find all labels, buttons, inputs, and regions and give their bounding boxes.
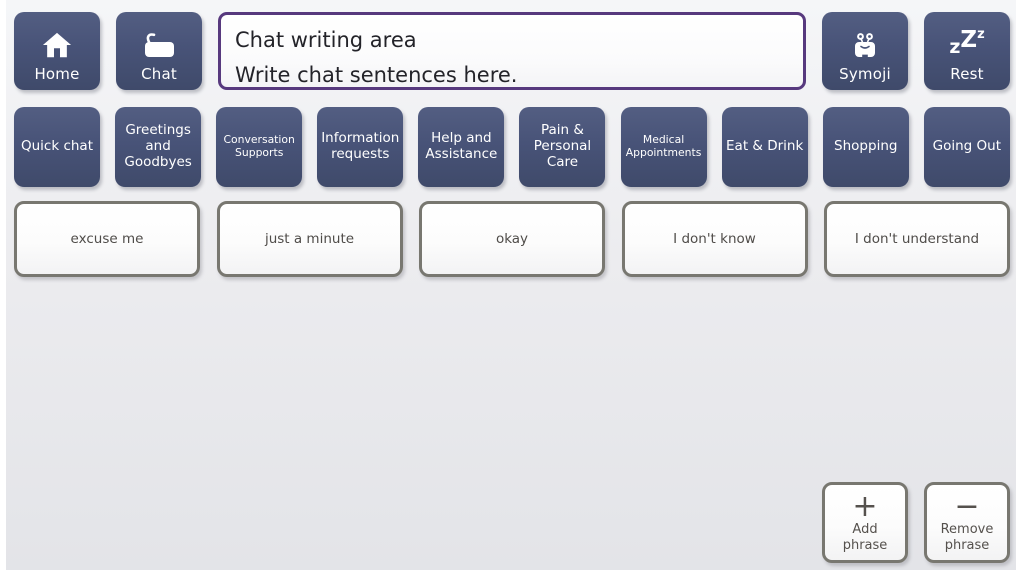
home-icon	[42, 28, 72, 62]
category-pain-personal-care[interactable]: Pain & Personal Care	[519, 107, 606, 187]
symoji-button-label: Symoji	[839, 65, 891, 83]
action-label: Add phrase	[842, 522, 888, 553]
category-label: Conversation Supports	[223, 133, 295, 159]
phrase-excuse-me[interactable]: excuse me	[14, 201, 200, 277]
category-label: Going Out	[932, 138, 1002, 155]
category-label: Help and Assistance	[425, 130, 498, 162]
remove-phrase-button[interactable]: −Remove phrase	[924, 482, 1010, 563]
category-label: Eat & Drink	[726, 138, 804, 155]
phrase-label: I don't know	[673, 231, 756, 247]
minus-icon: −	[954, 489, 980, 525]
phrase-label: just a minute	[264, 231, 355, 247]
category-label: Shopping	[834, 138, 898, 155]
category-quick-chat[interactable]: Quick chat	[14, 107, 100, 187]
phrase-label: excuse me	[70, 231, 144, 247]
top-toolbar: Home Chat Chat writing area Write chat s…	[14, 12, 1010, 90]
category-label: Information requests	[321, 130, 400, 162]
symoji-icon	[849, 28, 881, 62]
category-label: Greetings and Goodbyes	[124, 122, 192, 170]
phrase-label: okay	[495, 231, 529, 247]
chat-button[interactable]: Chat	[116, 12, 202, 90]
category-going-out[interactable]: Going Out	[923, 107, 1010, 187]
category-eat-drink[interactable]: Eat & Drink	[721, 107, 808, 187]
chat-writing-area[interactable]: Chat writing area Write chat sentences h…	[218, 12, 806, 90]
rest-z-tiny: z	[977, 26, 985, 42]
chat-page: Home Chat Chat writing area Write chat s…	[6, 0, 1016, 570]
category-information-requests[interactable]: Information requests	[317, 107, 404, 187]
chat-icon	[140, 28, 178, 62]
category-label: Medical Appointments	[625, 133, 702, 159]
phrase-actions: +Add phrase−Remove phrase	[822, 482, 1010, 563]
symoji-button[interactable]: Symoji	[822, 12, 908, 90]
category-conversation-supports[interactable]: Conversation Supports	[216, 107, 303, 187]
home-button[interactable]: Home	[14, 12, 100, 90]
category-medical-appointments[interactable]: Medical Appointments	[620, 107, 707, 187]
home-button-label: Home	[34, 65, 80, 83]
plus-icon: +	[852, 489, 878, 525]
category-shopping[interactable]: Shopping	[822, 107, 909, 187]
category-help-and-assistance[interactable]: Help and Assistance	[418, 107, 505, 187]
phrase-i-don-t-know[interactable]: I don't know	[621, 201, 808, 277]
chat-writing-area-hint: Write chat sentences here.	[235, 63, 518, 87]
phrase-just-a-minute[interactable]: just a minute	[216, 201, 403, 277]
chat-writing-area-title: Chat writing area	[235, 28, 417, 52]
category-row: Quick chat Greetings and Goodbyes Conversa…	[14, 107, 1010, 187]
chat-button-label: Chat	[141, 65, 177, 83]
category-greetings-and-goodbyes[interactable]: Greetings and Goodbyes	[115, 107, 202, 187]
rest-z-big: Z	[960, 26, 978, 53]
phrase-row: excuse me just a minute okay I don't know I …	[14, 201, 1010, 277]
phrase-okay[interactable]: okay	[419, 201, 605, 277]
add-phrase-button[interactable]: +Add phrase	[822, 482, 908, 563]
action-label: Remove phrase	[940, 522, 994, 553]
category-label: Pain & Personal Care	[533, 122, 592, 170]
rest-button-label: Rest	[950, 65, 984, 83]
phrase-label: I don't understand	[854, 231, 980, 247]
category-label: Quick chat	[20, 138, 93, 155]
phrase-i-don-t-understand[interactable]: I don't understand	[824, 201, 1010, 277]
rest-z-small: z	[949, 35, 961, 58]
